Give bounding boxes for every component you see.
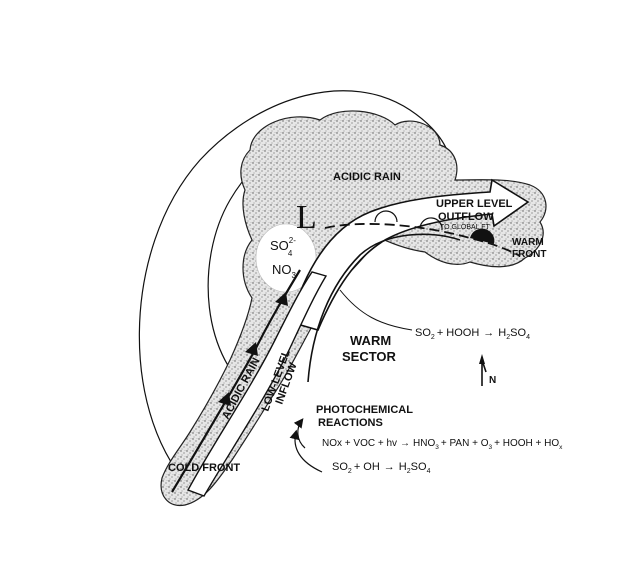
- cold-front-triangle: [275, 292, 288, 306]
- label-no3: NO3: [272, 262, 297, 280]
- photochemical-arrow: [293, 418, 306, 449]
- reaction-so2-hooh: SO2+ HOOH→H2SO4: [415, 327, 530, 341]
- upper-level-outflow-arrow: [289, 178, 530, 331]
- label-photochemical-2: REACTIONS: [318, 417, 383, 429]
- label-warm-sector-2: SECTOR: [342, 349, 397, 364]
- label-warm-front-2: FRONT: [512, 249, 546, 260]
- reaction-so2-oh: SO2+ OH→H2SO4: [332, 461, 431, 475]
- cold-front-triangle: [245, 342, 258, 356]
- low-level-inflow-band: [187, 271, 328, 497]
- north-arrow-head: [479, 354, 485, 364]
- photochemical-arrow: [289, 429, 323, 473]
- label-upper-level-2: OUTFLOW: [438, 211, 494, 223]
- warm-front-semicircle-open: [374, 210, 398, 223]
- low-pressure-symbol: L: [296, 199, 317, 236]
- cold-front-triangle: [218, 392, 231, 406]
- label-upper-level-1: UPPER LEVEL: [436, 198, 513, 210]
- label-acidic-rain-top: ACIDIC RAIN: [333, 171, 401, 183]
- label-warm-front-1: WARM: [512, 237, 544, 248]
- reaction-nox-voc: NOx + VOC + hv→HNO3+ PAN + O3+ HOOH + HO…: [322, 438, 563, 451]
- outer-circulation-ellipse: [138, 90, 456, 493]
- warm-front-semicircle-open: [419, 217, 443, 231]
- label-so4: SO2-4: [270, 236, 296, 258]
- label-to-global-ft: TO GLOBAL FT: [440, 224, 491, 231]
- reaction-pointer-line: [339, 289, 413, 331]
- label-photochemical-1: PHOTOCHEMICAL: [316, 404, 413, 416]
- label-cold-front: COLD FRONT: [168, 462, 240, 474]
- label-warm-sector-1: WARM: [350, 333, 391, 348]
- label-north: N: [489, 375, 496, 386]
- warm-front-semicircle: [470, 228, 495, 244]
- warm-front-line: [324, 223, 521, 257]
- warm-conveyor-curve: [307, 233, 461, 383]
